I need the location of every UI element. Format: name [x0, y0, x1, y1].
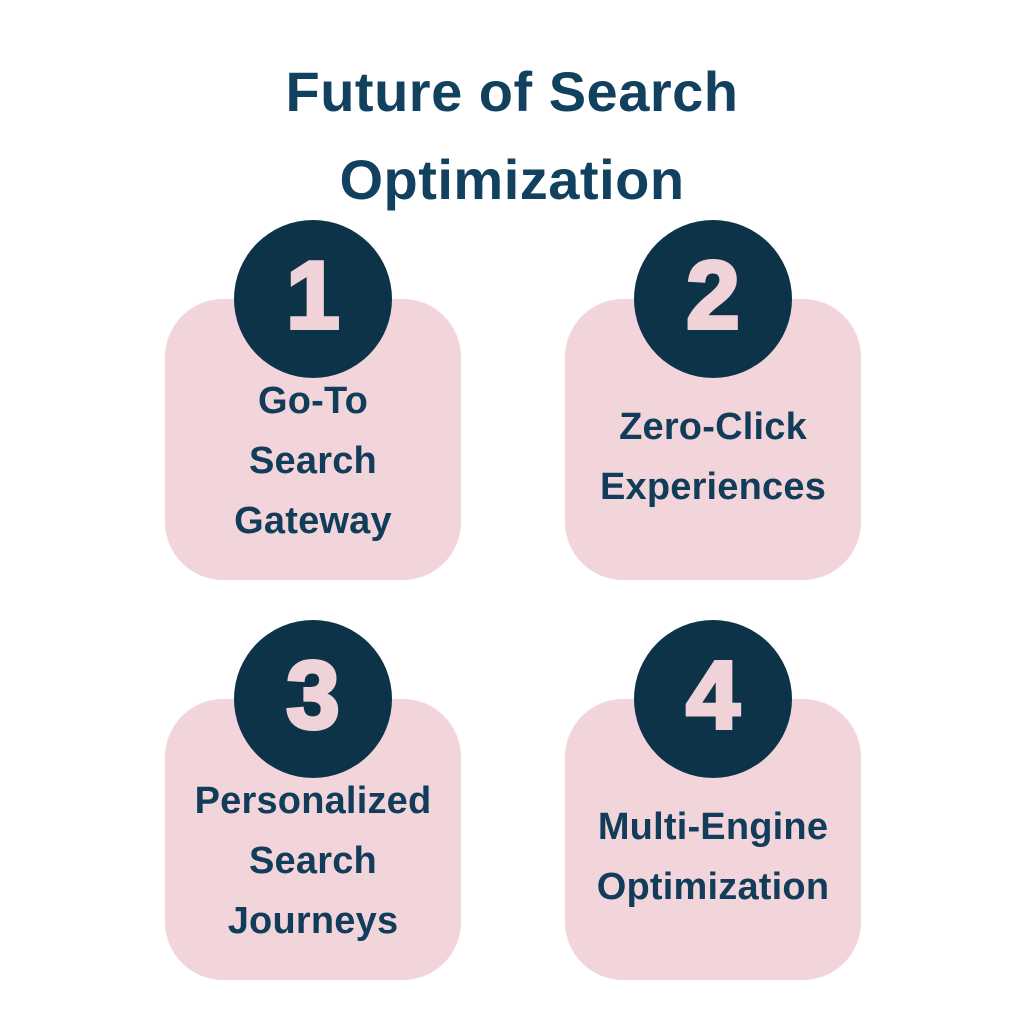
step-1-circle-badge: 1 [234, 220, 392, 378]
step-1-number: 1 [284, 242, 341, 349]
step-3-circle-badge: 3 [234, 620, 392, 778]
card-zero-click-experiences: 2 Zero-Click Experiences [565, 220, 861, 580]
card-3-label: Personalized Search Journeys [194, 780, 432, 942]
step-4-number: 4 [684, 642, 741, 749]
step-2-number: 2 [684, 242, 741, 349]
card-4-label: Multi-Engine Optimization [596, 806, 830, 908]
step-4-circle-badge: 4 [634, 620, 792, 778]
card-1-label: Go-To Search Gateway [234, 380, 392, 542]
step-2-circle-badge: 2 [634, 220, 792, 378]
card-2-label: Zero-Click Experiences [599, 406, 827, 508]
page-title: Future of Search Optimization [285, 60, 739, 211]
card-go-to-search-gateway: 1 Go-To Search Gateway [165, 220, 461, 580]
step-3-number: 3 [284, 642, 341, 749]
card-multi-engine-optimization: 4 Multi-Engine Optimization [565, 620, 861, 980]
card-personalized-search-journeys: 3 Personalized Search Journeys [165, 620, 461, 980]
